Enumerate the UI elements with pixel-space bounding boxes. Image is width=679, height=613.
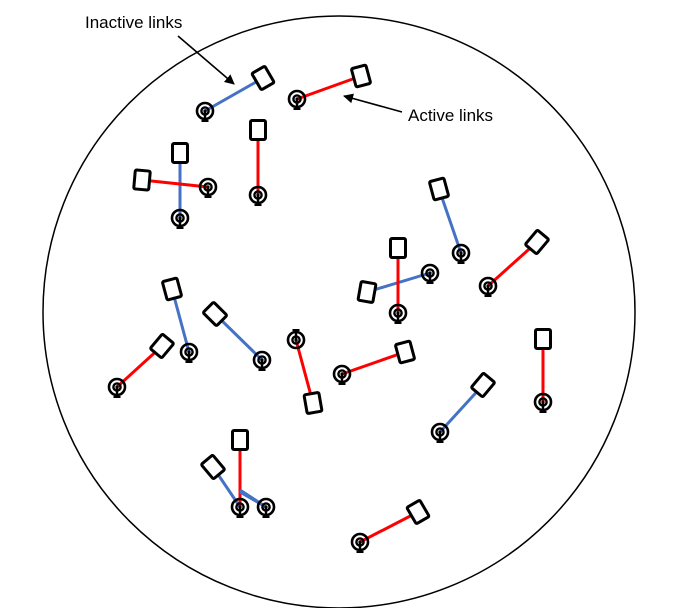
inactive-links-label: Inactive links — [85, 13, 182, 32]
antenna-icon — [198, 177, 218, 198]
device-icon — [202, 301, 228, 327]
active-link-21 — [359, 510, 419, 544]
device-icon — [428, 176, 450, 202]
device-icon — [302, 391, 324, 415]
active-links-arrow — [343, 93, 403, 113]
device-icon — [534, 328, 552, 350]
coverage-area-circle — [42, 15, 636, 609]
antenna-icon — [195, 101, 215, 122]
antenna-icon — [170, 208, 190, 229]
antenna-icon — [287, 89, 307, 110]
antenna-icon — [107, 377, 127, 398]
antenna-icon — [252, 350, 272, 371]
antenna-icon — [478, 276, 498, 297]
device-icon — [394, 339, 416, 365]
inactive-links-arrow — [177, 35, 235, 85]
device-icon — [470, 372, 496, 398]
device-icon — [149, 333, 175, 359]
device-icon — [231, 429, 249, 451]
antenna-icon — [286, 329, 306, 350]
device-icon — [524, 229, 550, 255]
device-icon — [405, 499, 431, 525]
device-icon — [350, 63, 372, 89]
antenna-icon — [230, 497, 250, 518]
antenna-icon — [256, 497, 276, 518]
antenna-icon — [420, 263, 440, 284]
active-link-15 — [341, 350, 406, 376]
antenna-icon — [179, 342, 199, 363]
inactive-link-6 — [437, 188, 463, 254]
active-link-5 — [141, 178, 209, 189]
nodes-layer — [107, 63, 553, 553]
antenna-icon — [430, 422, 450, 443]
inactive-link-20 — [239, 490, 267, 509]
antenna-icon — [332, 364, 352, 385]
antenna-icon — [451, 243, 471, 264]
device-icon — [161, 276, 183, 302]
active-link-2 — [296, 74, 362, 101]
antenna-icon — [350, 532, 370, 553]
device-icon — [171, 142, 189, 164]
active-links-label: Active links — [408, 106, 493, 125]
device-icon — [250, 65, 276, 91]
device-icon — [249, 119, 267, 141]
device-icon — [200, 454, 226, 480]
inactive-link-1 — [204, 76, 264, 113]
antenna-icon — [533, 392, 553, 413]
antenna-icon — [388, 303, 408, 324]
device-icon — [389, 237, 407, 259]
device-icon — [356, 280, 378, 304]
antenna-icon — [248, 185, 268, 206]
device-icon — [132, 168, 152, 192]
